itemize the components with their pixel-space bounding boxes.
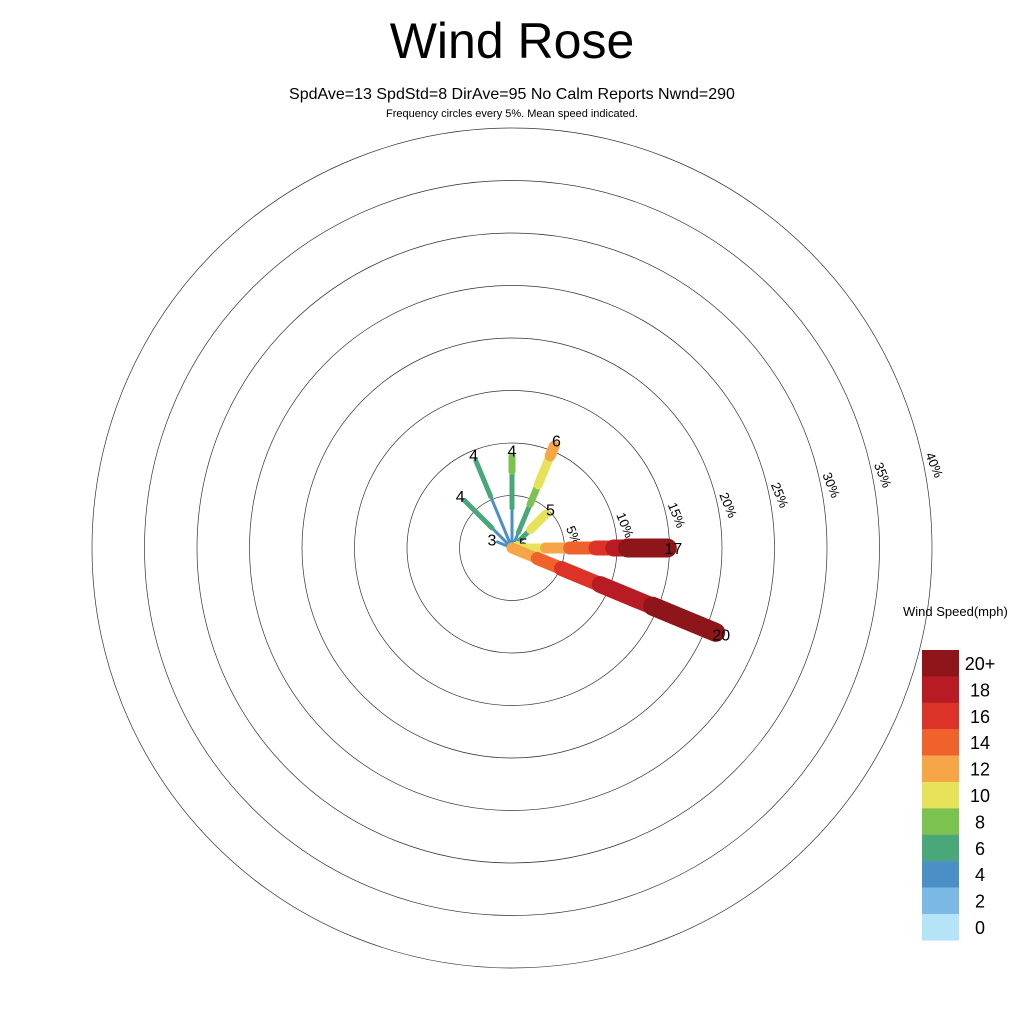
mean-speed-label: 4 — [469, 448, 478, 465]
mean-speed-label: 3 — [487, 533, 496, 550]
legend-swatch — [922, 676, 959, 703]
legend-swatch — [922, 755, 959, 783]
petal-segment — [515, 501, 533, 535]
chart-subtitle: Frequency circles every 5%. Mean speed i… — [386, 108, 638, 120]
ring-label: 30% — [819, 470, 843, 500]
ring-label: 25% — [768, 480, 792, 510]
ring-label: 5% — [563, 524, 584, 547]
petal-segment — [489, 495, 514, 550]
ring-label: 35% — [871, 460, 895, 490]
legend-label: 18 — [970, 680, 990, 700]
legend-label: 10 — [970, 786, 990, 806]
chart-stats: SpdAve=13 SpdStd=8 DirAve=95 No Calm Rep… — [289, 86, 735, 103]
legend-label: 14 — [970, 733, 990, 753]
frequency-ring — [249, 285, 775, 811]
petal-segment — [526, 509, 551, 534]
legend-label: 0 — [975, 918, 985, 938]
legend-label: 12 — [970, 760, 990, 780]
frequency-ring — [301, 337, 723, 759]
mean-speed-label: 4 — [456, 489, 465, 506]
mean-speed-label: 17 — [665, 541, 683, 558]
legend-label: 2 — [975, 892, 985, 912]
ring-label: 15% — [665, 500, 689, 530]
petal-segment — [544, 440, 560, 462]
ring-label: 20% — [716, 490, 740, 520]
legend-swatch — [922, 808, 959, 835]
legend-swatch — [922, 650, 959, 677]
legend-swatch — [922, 861, 959, 888]
legend-label: 4 — [975, 865, 985, 885]
mean-speed-label: 20 — [712, 628, 730, 645]
legend-swatch — [922, 887, 959, 915]
legend-swatch — [922, 914, 959, 941]
ring-label: 10% — [613, 510, 637, 540]
legend-swatch — [922, 782, 959, 809]
frequency-ring — [144, 180, 880, 916]
petal-segment — [473, 458, 494, 500]
petal-segment — [461, 497, 495, 531]
mean-speed-label: 5 — [546, 503, 555, 520]
mean-speed-label: 4 — [508, 444, 517, 461]
legend-label: 16 — [970, 707, 990, 727]
legend-label: 8 — [975, 812, 985, 832]
frequency-ring — [196, 232, 828, 864]
legend-title: Wind Speed(mph) — [903, 604, 1008, 619]
frequency-ring — [91, 127, 933, 969]
petal-segment — [643, 596, 726, 642]
mean-speed-label: 6 — [552, 434, 561, 451]
legend-swatch — [922, 729, 959, 756]
legend-swatch — [922, 702, 959, 730]
legend-label: 20+ — [965, 654, 996, 674]
legend-swatch — [922, 834, 959, 862]
legend-label: 6 — [975, 839, 985, 859]
chart-title: Wind Rose — [389, 13, 635, 69]
